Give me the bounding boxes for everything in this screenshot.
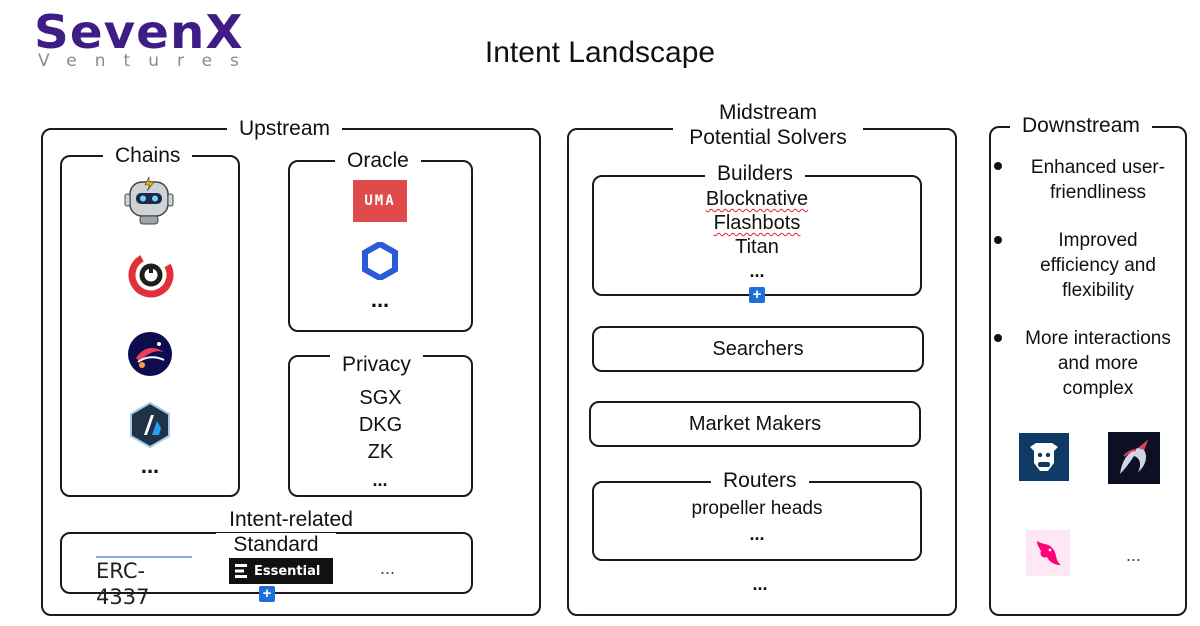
downstream-more: ... xyxy=(1126,545,1142,565)
downstream-bullet-1-line1: Enhanced user- xyxy=(1030,157,1166,178)
downstream-bullet-3-line2: and more xyxy=(1057,353,1139,374)
erc-4337-text: ERC-4337 xyxy=(96,559,150,609)
downstream-bullet-2-line3: flexibility xyxy=(1062,280,1134,301)
logo-brand-bottom: Ventures xyxy=(38,51,257,71)
builders-item-blocknative: Blocknative xyxy=(592,187,922,211)
privacy-box xyxy=(288,355,473,497)
downstream-bullet-2-line2: efficiency and xyxy=(1040,255,1156,276)
searchers-label: Searchers xyxy=(712,338,804,360)
market-makers-box xyxy=(589,401,921,447)
builders-item-blocknative-text: Blocknative xyxy=(705,188,809,210)
standard-more: ... xyxy=(380,558,396,578)
red-circle-chain-icon xyxy=(125,249,177,301)
uma-logo-icon: UMA xyxy=(353,180,407,222)
downstream-label: Downstream xyxy=(1010,114,1152,138)
bullet-dot-2 xyxy=(994,236,1002,244)
market-makers-label: Market Makers xyxy=(688,413,822,435)
downstream-bullet-2-line1: Improved xyxy=(1058,230,1138,251)
robot-chain-icon xyxy=(122,176,176,226)
logo-brand-top: SevenX xyxy=(34,5,244,59)
essential-logo: Essential xyxy=(229,558,333,584)
chains-label: Chains xyxy=(103,144,193,168)
cow-swap-icon xyxy=(1019,433,1069,481)
privacy-item-zk: ZK xyxy=(367,441,394,463)
searchers-box xyxy=(592,326,924,372)
1inch-unicorn-icon xyxy=(1108,432,1160,484)
uniswap-icon xyxy=(1026,530,1070,576)
builders-item-flashbots-text: Flashbots xyxy=(713,212,801,234)
routers-box xyxy=(592,481,922,561)
builders-item-flashbots: Flashbots xyxy=(592,211,922,235)
downstream-bullet-3-line3: complex xyxy=(1062,378,1134,399)
oracle-more: ... xyxy=(370,287,390,312)
plus-icon[interactable]: + xyxy=(259,586,275,602)
builders-more: ... xyxy=(749,261,765,281)
privacy-item-sgx: SGX xyxy=(359,387,402,409)
essential-mark-icon xyxy=(235,564,247,578)
builders-item-titan: Titan xyxy=(735,236,779,258)
privacy-label: Privacy xyxy=(330,353,423,377)
downstream-bullet-3-line1: More interactions xyxy=(1025,328,1171,349)
standard-label-line1: Intent-related xyxy=(196,508,386,532)
midstream-more: ... xyxy=(752,574,768,594)
downstream-box xyxy=(989,126,1187,616)
oracle-label: Oracle xyxy=(335,149,421,173)
chains-more: ... xyxy=(140,453,160,478)
privacy-item-dkg: DKG xyxy=(358,414,403,436)
builders-label: Builders xyxy=(705,162,805,186)
starknet-icon xyxy=(126,330,174,378)
midstream-label-line2: Potential Solvers xyxy=(673,126,863,150)
plus-icon[interactable]: + xyxy=(749,287,765,303)
chainlink-icon xyxy=(362,242,398,280)
erc-4337-logo: ERC-4337 xyxy=(96,556,192,609)
arbitrum-icon xyxy=(128,401,172,449)
bullet-dot-1 xyxy=(994,162,1002,170)
midstream-label-line1: Midstream xyxy=(695,101,841,125)
bullet-dot-3 xyxy=(994,334,1002,342)
routers-more: ... xyxy=(749,524,765,544)
routers-label: Routers xyxy=(711,469,809,493)
downstream-bullet-1-line2: friendliness xyxy=(1049,182,1147,203)
upstream-label: Upstream xyxy=(227,117,343,141)
essential-text: Essential xyxy=(254,563,321,579)
standard-label-line2: Standard xyxy=(216,533,336,557)
page-title: Intent Landscape xyxy=(484,36,716,69)
uma-logo-text: UMA xyxy=(364,193,396,209)
privacy-more: ... xyxy=(372,470,388,490)
routers-item-propeller-heads: propeller heads xyxy=(691,498,823,519)
